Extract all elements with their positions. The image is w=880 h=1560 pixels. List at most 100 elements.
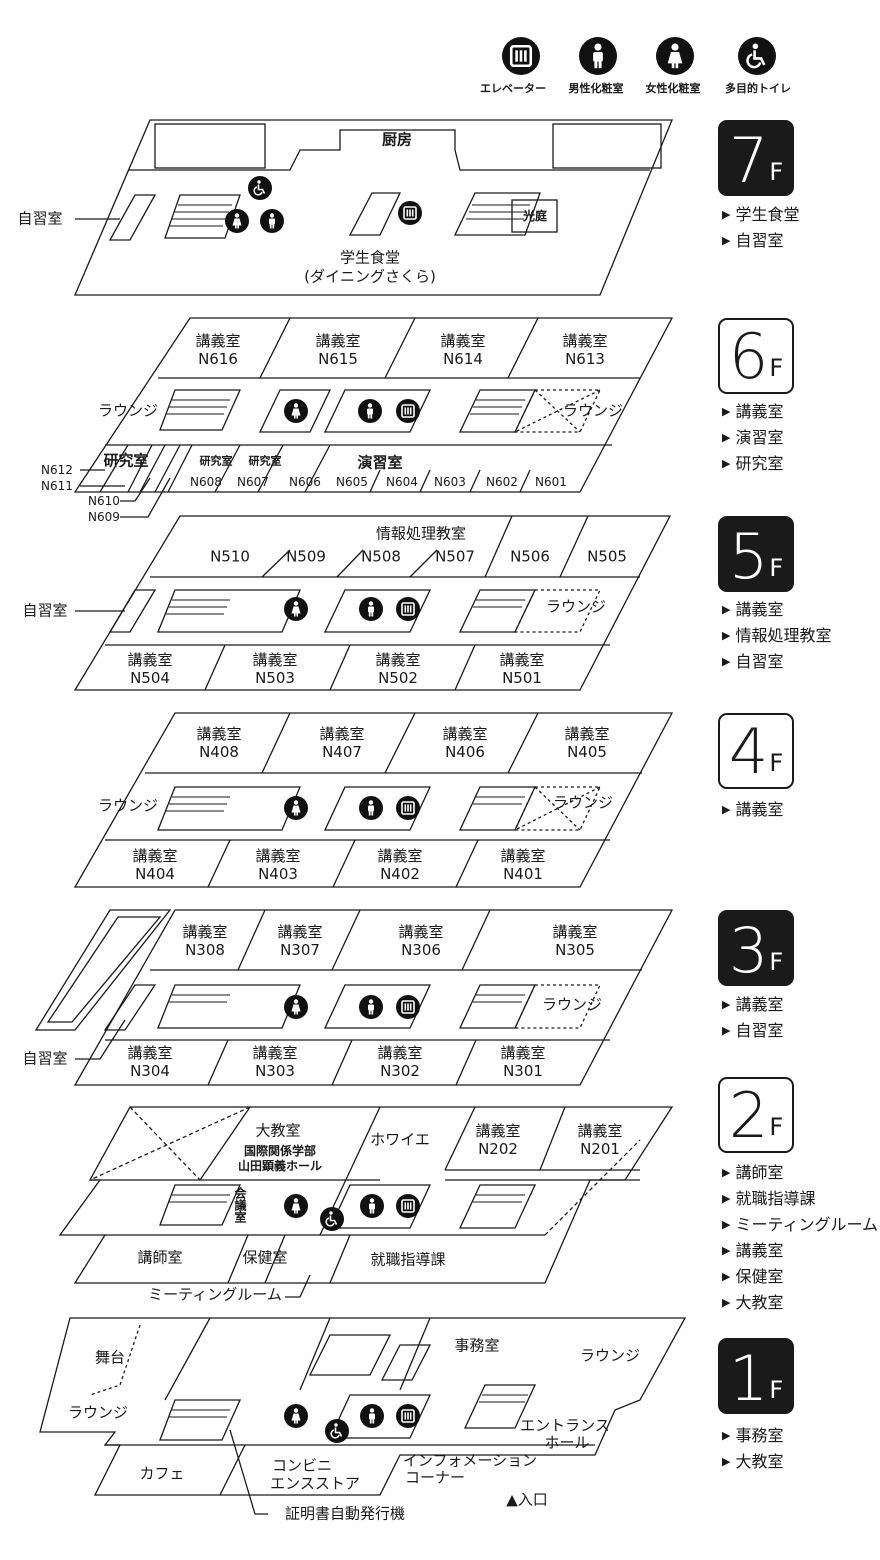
legend-label: 女性化粧室 (645, 82, 701, 95)
room-number: N404 (135, 865, 175, 883)
room-type: 講義室 (552, 923, 598, 941)
elevator-icon (396, 1194, 420, 1218)
male-restroom-icon (360, 1404, 384, 1428)
female-restroom-icon (225, 209, 249, 233)
room-number: N607 (237, 475, 269, 489)
list-item: 大教室 (722, 1450, 783, 1476)
list-item: 事務室 (722, 1424, 783, 1450)
female-restroom-icon (284, 597, 308, 621)
list-item: 自習室 (722, 650, 831, 676)
room-number: N604 (386, 475, 418, 489)
room-information: コーナー (404, 1468, 466, 1487)
room-number: N403 (258, 865, 298, 883)
list-item: 講義室 (722, 400, 783, 426)
room-number: N616 (198, 350, 238, 368)
list-item: 就職指導課 (722, 1187, 878, 1213)
room-number: N508 (361, 547, 401, 566)
room-type: 講義室 (375, 651, 421, 669)
list-item: 研究室 (722, 452, 783, 478)
room-meeting-room: ミーティングルーム (148, 1285, 282, 1304)
floor-list-6f: 講義室演習室研究室 (722, 400, 783, 478)
room-hall-sub: 国際関係学部 (243, 1144, 317, 1158)
plate-4f (73, 712, 674, 888)
elevator-icon (396, 1404, 420, 1428)
elevator-icon (396, 995, 420, 1019)
room-cafeteria-name: (ダイニングさくら) (304, 267, 436, 286)
room-number: N501 (502, 669, 542, 687)
room-kitchen: 厨房 (381, 130, 413, 149)
room-type: 講義室 (499, 651, 545, 669)
room-number: N608 (190, 475, 222, 489)
room-number: N306 (401, 941, 441, 959)
plate-5f (73, 515, 672, 691)
floor-number: 1 (728, 1342, 769, 1415)
room-number: N613 (565, 350, 605, 368)
list-item: 講義室 (722, 993, 783, 1019)
wheelchair-icon (325, 1419, 349, 1443)
floor-suffix: F (769, 554, 784, 582)
room-number: N302 (380, 1062, 420, 1080)
male-restroom-icon (260, 209, 284, 233)
room-lounge: ラウンジ (97, 401, 159, 420)
room-entrance: エントランス (520, 1416, 610, 1435)
room-number: N201 (580, 1140, 620, 1158)
room-career: 就職指導課 (370, 1250, 446, 1269)
room-seminar: 演習室 (357, 453, 403, 472)
plate-7f (74, 119, 673, 296)
room-information: インフォメーション (402, 1451, 538, 1470)
room-study: 自習室 (22, 1049, 68, 1068)
list-item: 自習室 (722, 1019, 783, 1045)
male-restroom-icon (358, 399, 382, 423)
room-number: N308 (185, 941, 225, 959)
room-lounge: ラウンジ (545, 597, 607, 616)
male-restroom-icon (360, 1194, 384, 1218)
floor-list-7f: 学生食堂自習室 (722, 203, 799, 255)
room-number: N503 (255, 669, 295, 687)
plate-6f (73, 317, 674, 518)
room-number: N305 (555, 941, 595, 959)
room-number: N602 (486, 475, 518, 489)
wheelchair-icon (320, 1207, 344, 1231)
room-type: 講義室 (500, 847, 546, 865)
room-office: 事務室 (454, 1336, 500, 1355)
room-type: 講義室 (277, 923, 323, 941)
room-type: 講義室 (319, 725, 365, 743)
room-stage: 舞台 (94, 1348, 126, 1367)
room-number: N509 (286, 547, 326, 566)
room-type: 講義室 (398, 923, 444, 941)
room-number: N407 (322, 743, 362, 761)
room-study: 自習室 (17, 209, 63, 228)
room-type: 講義室 (182, 923, 228, 941)
male-restroom-icon (359, 995, 383, 1019)
room-type: 講義室 (252, 1044, 298, 1062)
room-lab: 研究室 (248, 454, 282, 468)
room-number: N612 (41, 463, 73, 477)
room-type: 講義室 (127, 651, 173, 669)
room-number: N303 (255, 1062, 295, 1080)
room-courtyard: 光庭 (522, 209, 548, 223)
room-type: 講義室 (475, 1122, 521, 1140)
room-lounge: ラウンジ (67, 1403, 129, 1422)
list-item: 保健室 (722, 1265, 878, 1291)
room-type: 講義室 (255, 847, 301, 865)
room-hall-sub: 山田顕義ホール (237, 1159, 323, 1173)
room-cafeteria: 学生食堂 (339, 248, 401, 267)
list-item: 自習室 (722, 229, 799, 255)
list-item: 講義室 (722, 1239, 878, 1265)
room-type: 講義室 (377, 1044, 423, 1062)
